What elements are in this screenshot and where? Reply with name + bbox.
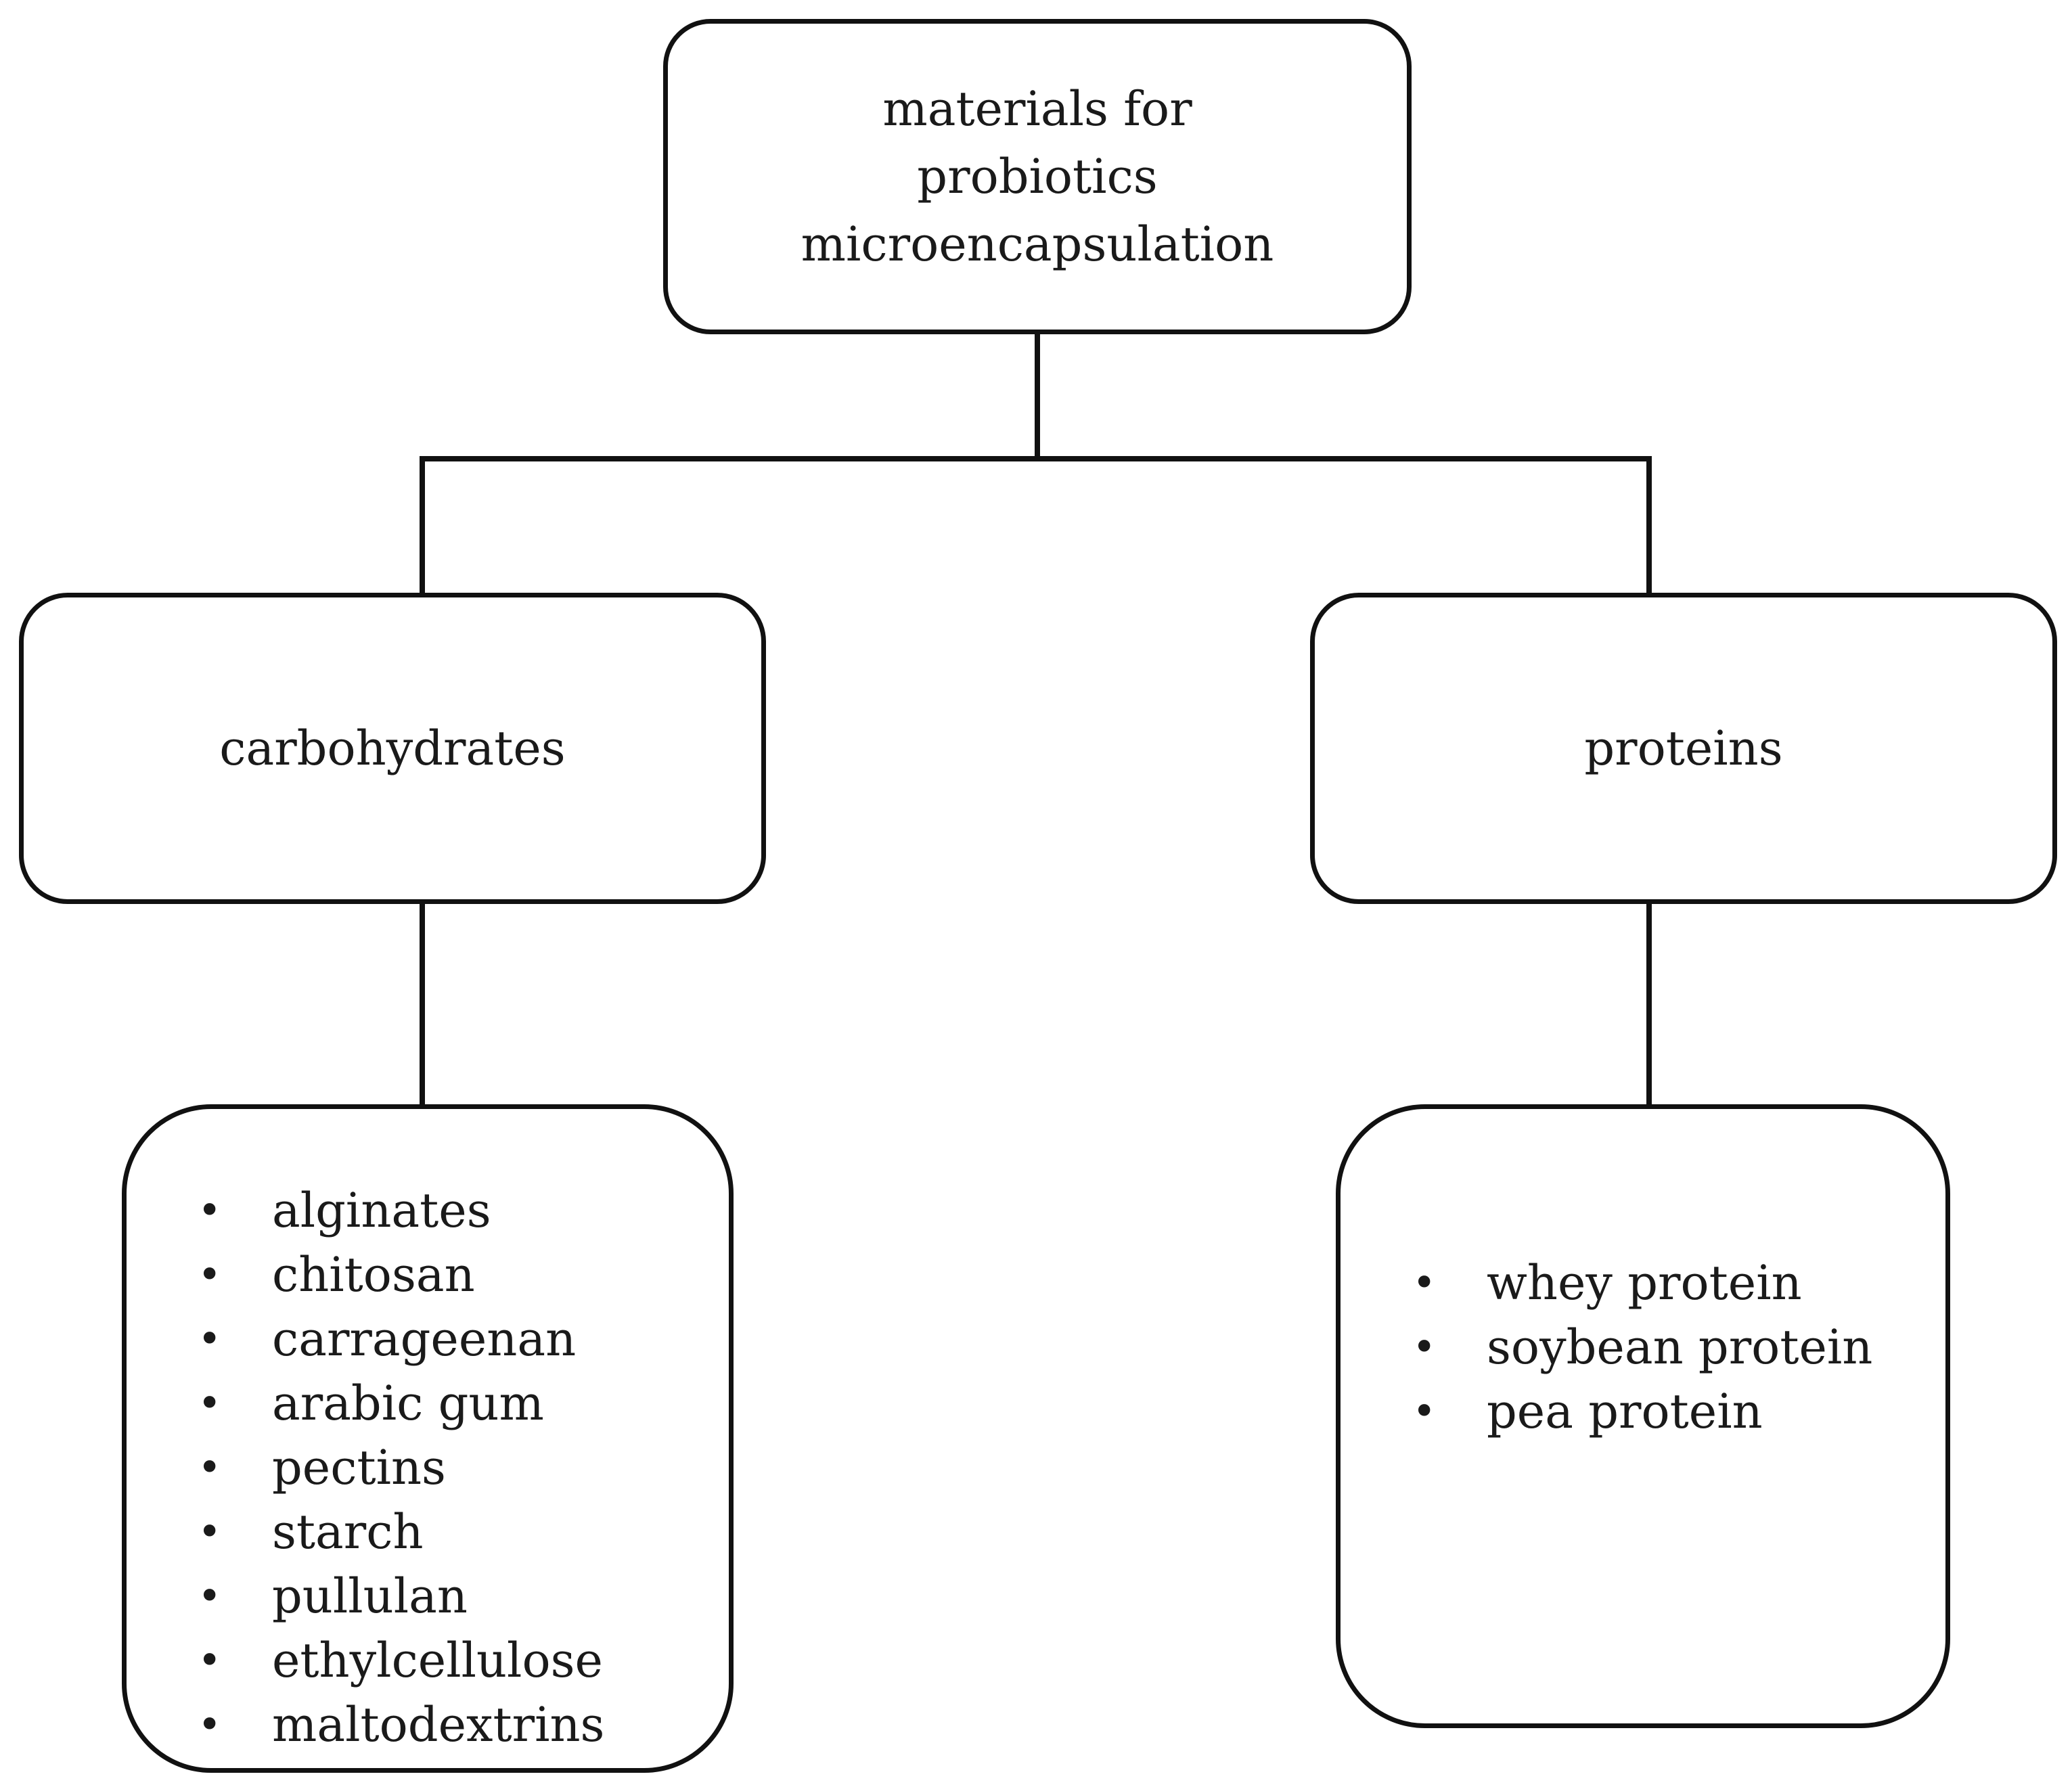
bullet-icon: •: [198, 1573, 222, 1620]
list-item-label: pea protein: [1487, 1384, 1763, 1439]
root-node-label: materials for probiotics microencapsulat…: [801, 81, 1274, 272]
list-item: • pectins: [198, 1436, 604, 1500]
list-item: • pea protein: [1412, 1380, 1872, 1444]
list-item: • alginates: [198, 1179, 604, 1243]
list-item-label: soybean protein: [1487, 1319, 1873, 1375]
list-item: • maltodextrins: [198, 1693, 604, 1757]
list-item: • chitosan: [198, 1243, 604, 1307]
carbohydrates-list-node: • alginates • chitosan • carrageenan • arabi…: [122, 1104, 734, 1773]
carbohydrates-list: • alginates • chitosan • carrageenan • arabi…: [198, 1179, 604, 1757]
proteins-node: proteins: [1310, 593, 2057, 904]
list-item-label: pectins: [272, 1440, 446, 1495]
list-item: • ethylcellulose: [198, 1629, 604, 1693]
list-item-label: pullulan: [272, 1568, 468, 1624]
proteins-list-node: • whey protein • soybean protein • pea prot…: [1336, 1104, 1950, 1728]
list-item: • carrageenan: [198, 1307, 604, 1372]
list-item-label: ethylcellulose: [272, 1633, 603, 1688]
list-item: • soybean protein: [1412, 1315, 1872, 1380]
bullet-icon: •: [198, 1637, 222, 1684]
bullet-icon: •: [1412, 1259, 1437, 1307]
bullet-icon: •: [198, 1315, 222, 1363]
list-item-label: whey protein: [1487, 1255, 1802, 1311]
carbohydrates-node: carbohydrates: [19, 593, 766, 904]
list-item-label: arabic gum: [272, 1376, 544, 1431]
list-item-label: starch: [272, 1504, 424, 1560]
list-item: • whey protein: [1412, 1251, 1872, 1315]
bullet-icon: •: [198, 1701, 222, 1748]
bullet-icon: •: [1412, 1324, 1437, 1371]
proteins-node-label: proteins: [1584, 721, 1783, 776]
bullet-icon: •: [1412, 1388, 1437, 1435]
list-item-label: carrageenan: [272, 1311, 577, 1367]
root-node: materials for probiotics microencapsulat…: [663, 19, 1412, 334]
bullet-icon: •: [198, 1251, 222, 1298]
proteins-list: • whey protein • soybean protein • pea prot…: [1412, 1251, 1872, 1444]
carbohydrates-node-label: carbohydrates: [219, 721, 566, 776]
bullet-icon: •: [198, 1187, 222, 1234]
bullet-icon: •: [198, 1508, 222, 1556]
list-item: • pullulan: [198, 1564, 604, 1629]
bullet-icon: •: [198, 1380, 222, 1427]
bullet-icon: •: [198, 1444, 222, 1491]
list-item-label: maltodextrins: [272, 1697, 605, 1752]
list-item-label: chitosan: [272, 1247, 475, 1303]
list-item: • arabic gum: [198, 1372, 604, 1436]
list-item: • starch: [198, 1500, 604, 1564]
list-item-label: alginates: [272, 1183, 491, 1238]
